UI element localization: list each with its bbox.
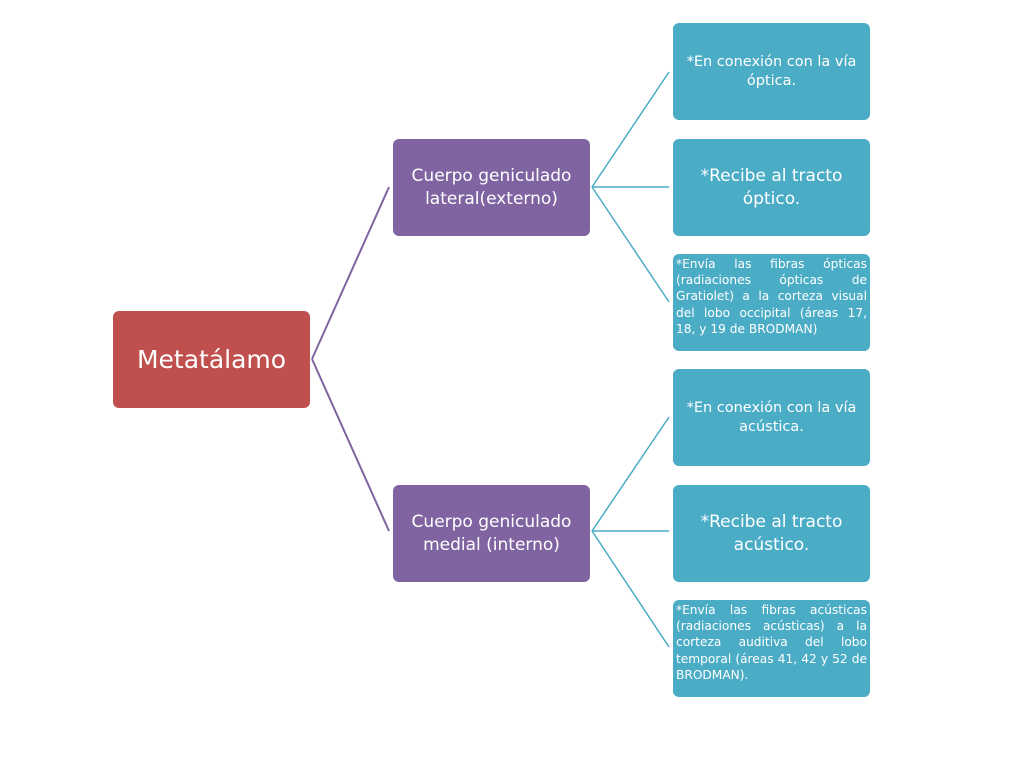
root-node-label: Metatálamo — [136, 345, 287, 374]
leaf-node-lateral-2: *Recibe al tracto óptico. — [673, 139, 870, 236]
branch-node-medial-label: Cuerpo geniculado medial (interno) — [411, 512, 572, 555]
connector-medial-leaf-1 — [591, 416, 670, 532]
branch-node-medial: Cuerpo geniculado medial (interno) — [393, 485, 590, 582]
leaf-node-medial-3-text: *Envía las fibras acústicas (radiaciones… — [676, 603, 867, 682]
connector-root-branch-lateral — [311, 186, 390, 360]
root-node: Metatálamo — [113, 311, 310, 408]
leaf-node-lateral-3: *Envía las fibras ópticas (radiaciones ó… — [673, 254, 870, 351]
leaf-node-medial-1: *En conexión con la vía acústica. — [673, 369, 870, 466]
connector-lateral-leaf-1 — [591, 71, 670, 188]
connector-root-branch-medial — [311, 358, 390, 532]
leaf-node-medial-2: *Recibe al tracto acústico. — [673, 485, 870, 582]
branch-node-lateral-label: Cuerpo geniculado lateral(externo) — [411, 166, 572, 209]
connector-medial-leaf-3 — [591, 530, 670, 648]
leaf-node-medial-3: *Envía las fibras acústicas (radiaciones… — [673, 600, 870, 697]
leaf-node-lateral-1: *En conexión con la vía óptica. — [673, 23, 870, 120]
branch-node-lateral: Cuerpo geniculado lateral(externo) — [393, 139, 590, 236]
leaf-node-lateral-3-text: *Envía las fibras ópticas (radiaciones ó… — [676, 257, 867, 336]
leaf-node-lateral-2-text: *Recibe al tracto óptico. — [700, 166, 843, 209]
leaf-node-medial-2-text: *Recibe al tracto acústico. — [700, 512, 843, 555]
leaf-node-lateral-1-text: *En conexión con la vía óptica. — [686, 53, 857, 89]
connector-lateral-leaf-3 — [591, 186, 670, 303]
leaf-node-medial-1-text: *En conexión con la vía acústica. — [686, 399, 857, 435]
